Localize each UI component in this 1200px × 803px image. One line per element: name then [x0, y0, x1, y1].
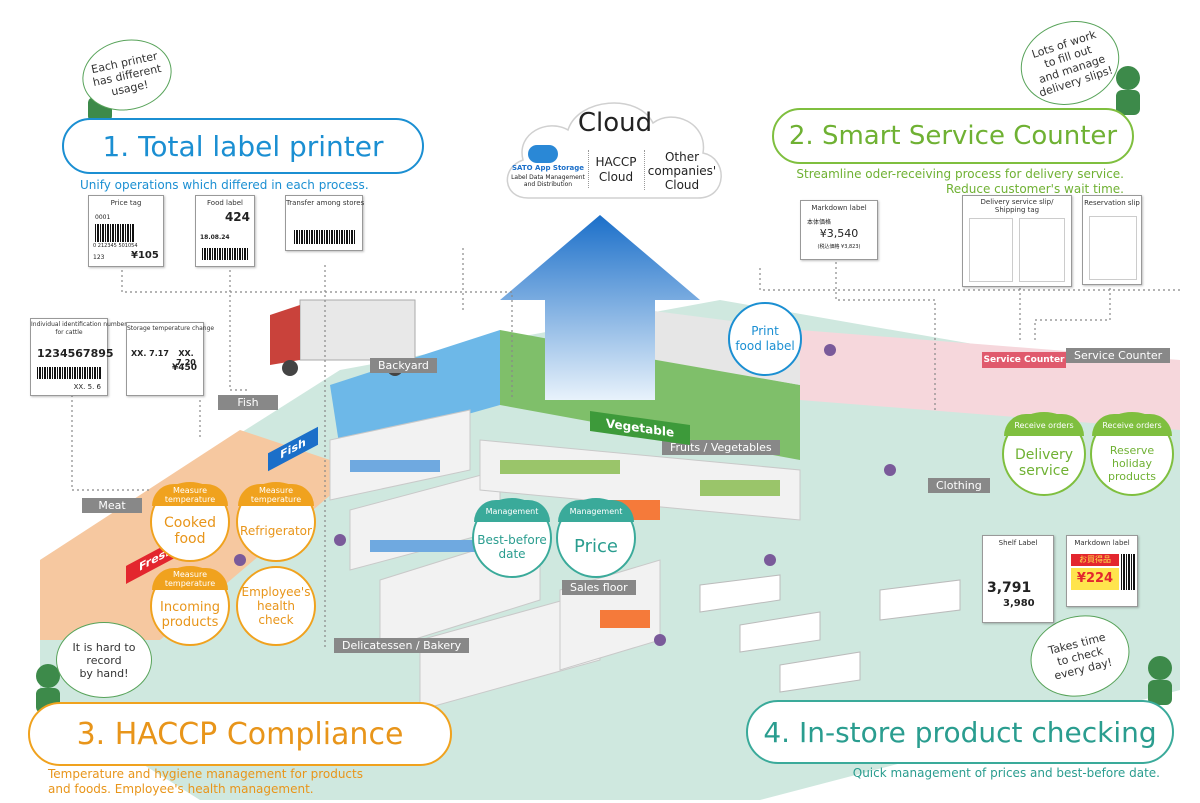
circle-price: Management Price	[556, 498, 636, 578]
section-3-subtitle: Temperature and hygiene management for p…	[48, 767, 363, 796]
area-meat: Meat	[82, 498, 142, 513]
app-desc-1: Label Data Management	[511, 174, 585, 181]
haccp-cloud-1: HACCP	[595, 155, 637, 169]
cloud-storage-icon	[528, 145, 558, 163]
section-total-label-printer: 1. Total label printer	[62, 118, 424, 174]
transfer-label-card: Transfer among stores	[285, 195, 364, 251]
shelf-label-card: Shelf Label 3,791 3,980	[982, 535, 1054, 623]
area-fruits-vegetables: Fruits / Vegetables	[662, 440, 780, 455]
haccp-cloud-2: Cloud	[598, 170, 634, 184]
other-cloud-2: companies'	[647, 164, 717, 178]
section-1-subtitle: Unify operations which differed in each …	[80, 178, 369, 192]
section-haccp-compliance: 3. HACCP Compliance	[28, 702, 452, 766]
area-service-counter: Service Counter	[1066, 348, 1171, 363]
checkout-counters	[699, 574, 961, 693]
area-backyard: Backyard	[370, 358, 437, 373]
other-cloud-3: Cloud	[664, 178, 700, 192]
service-counter-sign: Service Counter	[982, 352, 1066, 368]
section-smart-service-counter: 2. Smart Service Counter	[772, 108, 1134, 164]
area-sales-floor: Sales floor	[562, 580, 636, 595]
upload-arrow	[500, 215, 700, 400]
section-in-store-checking: 4. In-store product checking	[746, 700, 1174, 764]
back-wall-left	[330, 330, 500, 450]
shopper-figures	[234, 344, 896, 646]
storage-temp-card: Storage temperature change XX. 7.17 XX. …	[126, 322, 214, 396]
area-fish: Fish	[218, 395, 278, 410]
app-brand: SATO App Storage	[511, 164, 585, 172]
area-clothing: Clothing	[928, 478, 990, 493]
price-tag-card: Price tag 0001 0 212345 501054 123 ¥105	[88, 195, 164, 267]
cloud-title: Cloud	[577, 108, 653, 138]
connector-lines	[71, 248, 1180, 650]
reservation-slip-card: Reservation slip	[1082, 195, 1142, 285]
delivery-slip-card: Delivery service slip/ Shipping tag	[962, 195, 1072, 287]
cloud-shape	[506, 102, 722, 199]
section-4-subtitle: Quick management of prices and best-befo…	[852, 766, 1160, 780]
other-cloud-1: Other	[664, 150, 700, 164]
food-label-card: Food label 424 18.08.24	[195, 195, 255, 267]
cattle-id-card: Individual identification number for cat…	[30, 318, 127, 396]
section-2-subtitle: Streamline oder-receiving process for de…	[796, 167, 1124, 196]
markdown-label-top-card: Markdown label 本体価格 ¥3,540 (税込価格 ¥3,823)	[800, 200, 878, 260]
area-deli-bakery: Delicatessen / Bakery	[334, 638, 470, 653]
app-desc-2: and Distribution	[523, 181, 573, 188]
markdown-label-bottom-card: Markdown label お買得品 ¥224	[1066, 535, 1138, 607]
